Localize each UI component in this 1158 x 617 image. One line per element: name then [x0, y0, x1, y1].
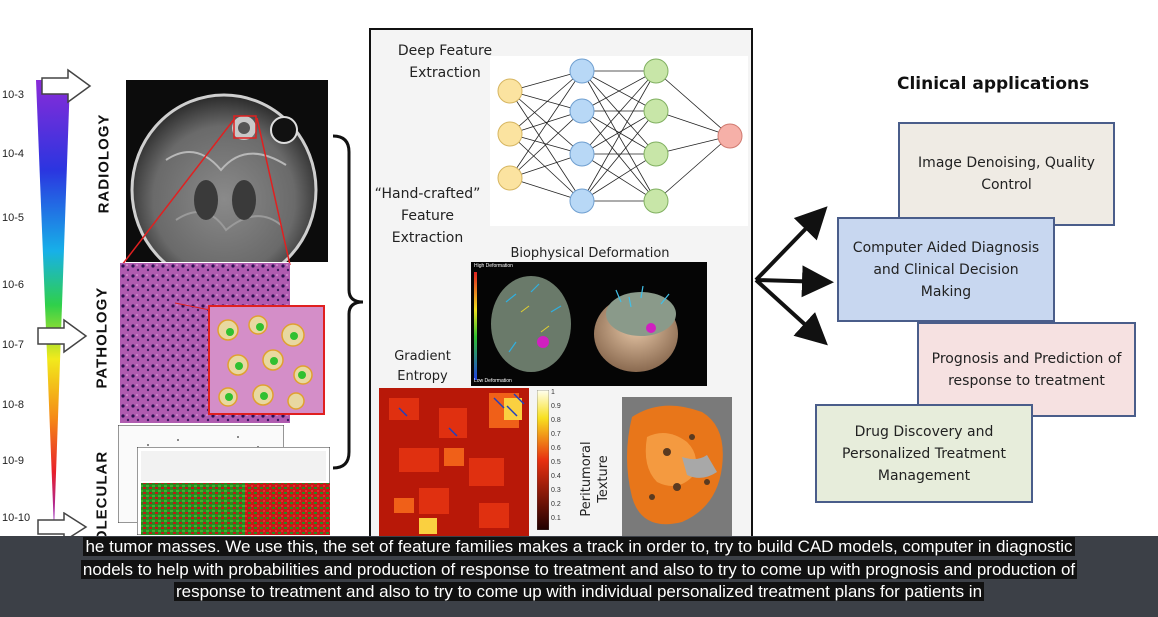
clinical-arrows — [754, 206, 834, 346]
peritumoral-texture-label: Peritumoral Texture — [579, 441, 611, 517]
peritumoral-texture-image — [622, 397, 732, 537]
arrow-right-icon — [37, 318, 88, 354]
level-label-molecular: OLECULAR — [93, 450, 111, 543]
level-label-radiology: RADIOLOGY — [95, 113, 113, 214]
clinical-item-denoising: Image Denoising, Quality Control — [898, 122, 1115, 226]
clinical-item-cad: Computer Aided Diagnosis and Clinical De… — [837, 217, 1055, 322]
gradient-entropy-heatmap — [379, 388, 529, 538]
colorbar-tick: 0.1 — [551, 515, 561, 522]
colorbar-tick: 0.8 — [551, 417, 561, 424]
colorbar — [537, 390, 549, 530]
gradient-entropy-label: Gradient Entropy — [394, 349, 451, 384]
colorbar-tick: 0.7 — [551, 431, 561, 438]
arrow-right-icon — [37, 512, 88, 542]
scale-label: 10-4 — [2, 148, 25, 160]
colorbar-tick: 0.2 — [551, 501, 561, 508]
scale-label: 10-7 — [2, 339, 25, 351]
biophysical-deformation-image — [471, 262, 707, 386]
scale-gradient — [36, 80, 70, 530]
scale-label: 10-9 — [2, 455, 25, 467]
level-label-pathology: PATHOLOGY — [93, 286, 111, 389]
clinical-item-label: Computer Aided Diagnosis and Clinical De… — [852, 239, 1040, 300]
clinical-item-prognosis: Prognosis and Prediction of response to … — [917, 322, 1136, 417]
colorbar-tick: 0.3 — [551, 487, 561, 494]
high-deformation-label: High Deformation — [474, 263, 513, 269]
clinical-item-drug-discovery: Drug Discovery and Personalized Treatmen… — [815, 404, 1033, 503]
scale-label: 10-3 — [2, 89, 25, 101]
colorbar-tick: 1 — [551, 389, 555, 396]
clinical-item-label: Prognosis and Prediction of response to … — [931, 350, 1122, 389]
biophysical-label: Biophysical Deformation — [510, 246, 670, 261]
colorbar-tick: 0.9 — [551, 403, 561, 410]
bracket — [332, 134, 364, 470]
subtitle-bar: he tumor masses. We use this, the set of… — [0, 536, 1158, 617]
scale-label: 10-10 — [2, 512, 31, 524]
clinical-applications-title: Clinical applications — [897, 74, 1090, 94]
pathology-zoom-image — [208, 305, 325, 415]
clinical-item-label: Drug Discovery and Personalized Treatmen… — [842, 423, 1006, 484]
scale-label: 10-6 — [2, 279, 25, 291]
mri-brain-image — [126, 80, 328, 262]
neural-network-diagram — [490, 56, 748, 226]
scale-label: 10-5 — [2, 212, 25, 224]
zoom-lines — [121, 117, 291, 266]
low-deformation-label: Low Deformation — [474, 378, 512, 384]
arrow-right-icon — [41, 68, 92, 104]
scale-label: 10-8 — [2, 399, 25, 411]
deep-feature-label: Deep Feature Extraction — [397, 43, 493, 81]
clinical-item-label: Image Denoising, Quality Control — [918, 155, 1095, 193]
hand-crafted-label: “Hand-crafted” Feature Extraction — [374, 186, 481, 246]
colorbar-tick: 0.4 — [551, 473, 561, 480]
colorbar-tick: 0.6 — [551, 445, 561, 452]
subtitle-line: response to treatment and also to try to… — [173, 582, 985, 601]
subtitle-line: nodels to help with probabilities and pr… — [80, 560, 1078, 579]
colorbar-tick: 0.5 — [551, 459, 561, 466]
subtitle-line: he tumor masses. We use this, the set of… — [83, 537, 1075, 556]
molecular-heatmap-image — [137, 447, 330, 535]
